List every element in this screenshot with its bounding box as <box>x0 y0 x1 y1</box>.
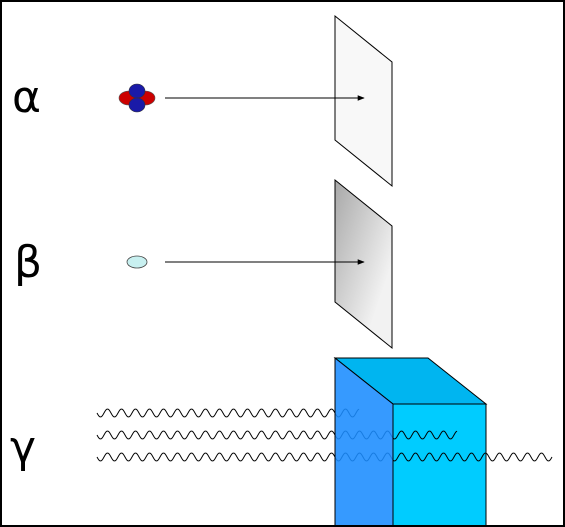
alpha-label: α <box>12 72 41 123</box>
beta-label: β <box>14 237 42 288</box>
metal-sheet-icon <box>334 178 393 350</box>
wave-icon <box>96 452 553 462</box>
wave-icon <box>96 408 360 418</box>
gamma-label: γ <box>10 422 36 473</box>
gamma-waves <box>96 408 553 462</box>
lead-block-side-face <box>392 403 487 525</box>
paper-sheet-icon <box>334 14 393 188</box>
lead-block-icon <box>334 356 394 525</box>
alpha-particle-icon <box>118 83 156 113</box>
wave-icon <box>96 430 458 440</box>
beta-particle-icon <box>126 255 148 269</box>
